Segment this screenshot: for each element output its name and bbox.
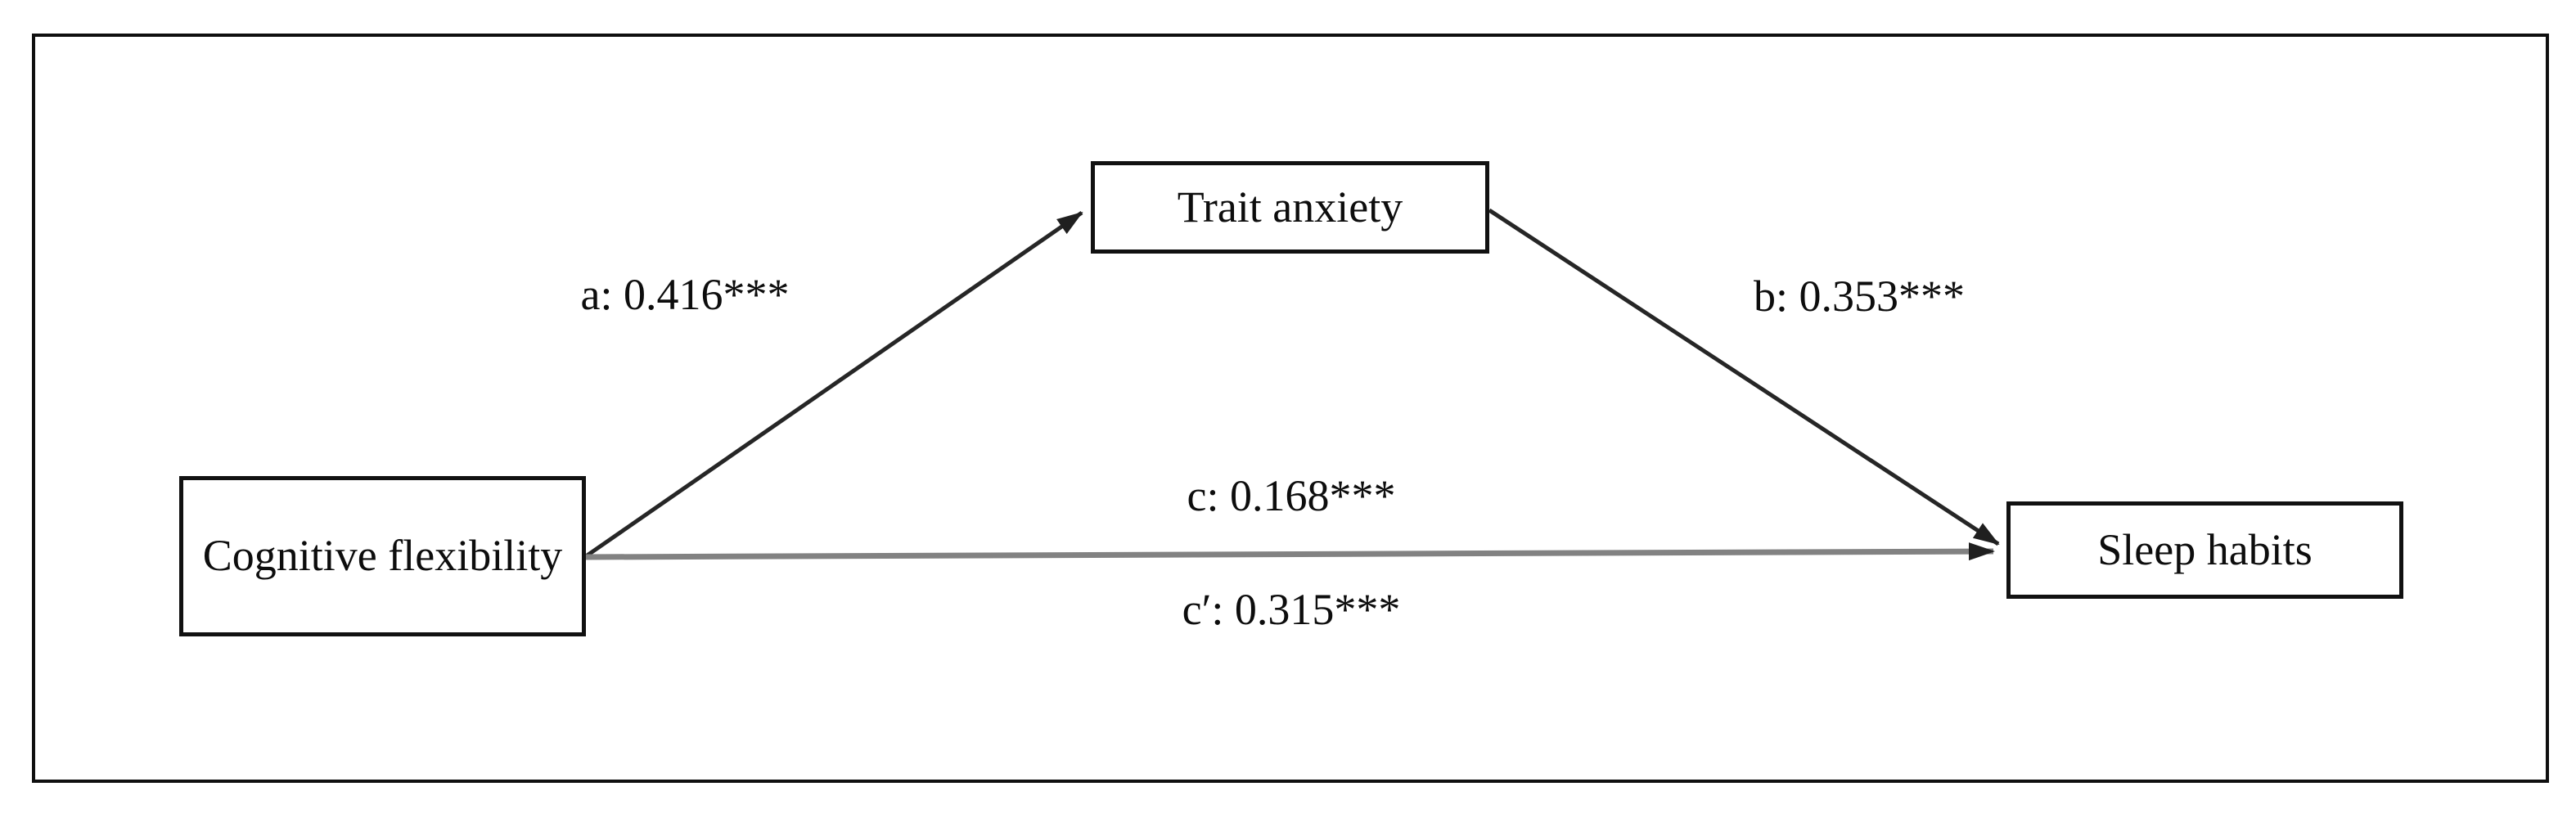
node-sleep-habits: Sleep habits bbox=[2006, 501, 2403, 599]
path-b-coefficient-label: b: 0.353*** bbox=[1753, 272, 1966, 321]
node-trait-anxiety: Trait anxiety bbox=[1091, 161, 1489, 254]
node-trait-anxiety-label: Trait anxiety bbox=[1177, 182, 1403, 231]
diagram-frame bbox=[32, 34, 2549, 783]
path-c-coefficient-label: c: 0.168*** bbox=[1187, 471, 1396, 520]
node-cognitive-flexibility-label: Cognitive flexibility bbox=[202, 531, 563, 581]
node-sleep-habits-label: Sleep habits bbox=[2097, 524, 2313, 574]
path-a-coefficient-label: a: 0.416*** bbox=[580, 270, 790, 319]
node-cognitive-flexibility: Cognitive flexibility bbox=[179, 476, 586, 636]
path-c-prime-coefficient-label: c′: 0.315*** bbox=[1182, 585, 1401, 634]
